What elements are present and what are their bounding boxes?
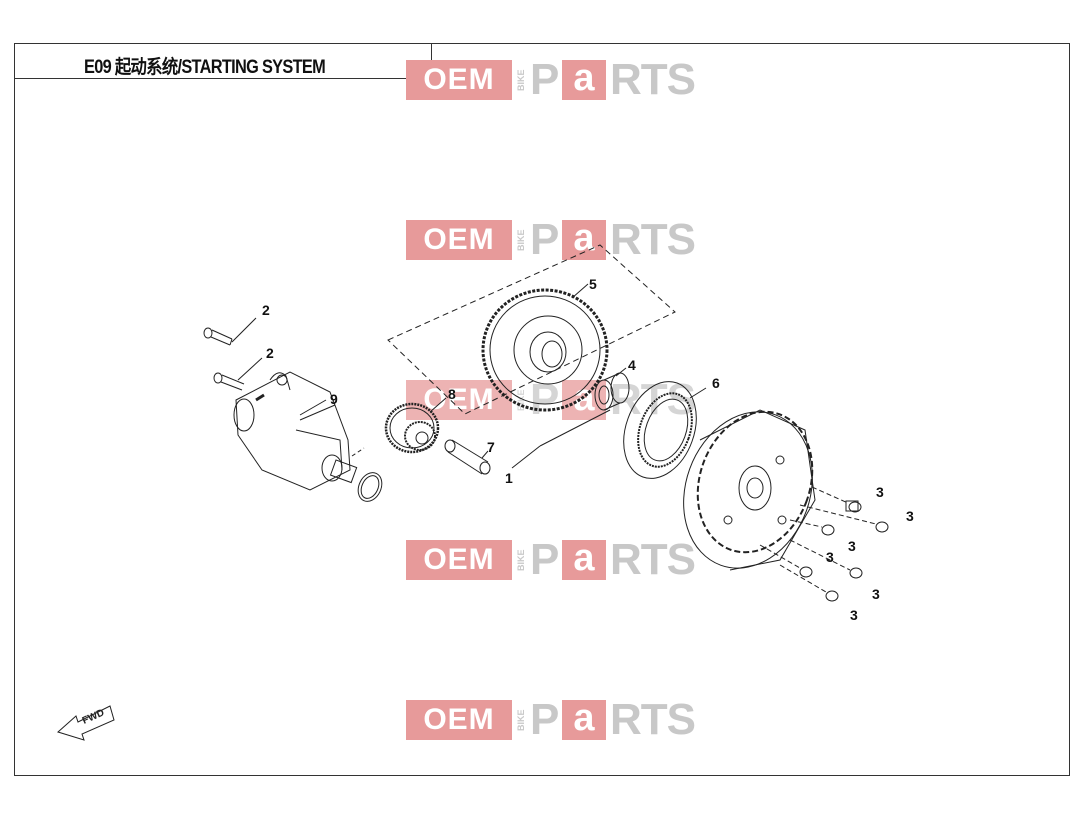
callout-3: 3: [876, 484, 884, 500]
watermark: OEM BIKE P a RTS: [406, 215, 696, 264]
watermark-a: a: [562, 699, 606, 740]
callout-3: 3: [826, 549, 834, 565]
watermark: OEM BIKE P a RTS: [406, 535, 696, 584]
assembly-outline: [387, 244, 676, 415]
rotor-bolt: [789, 539, 863, 579]
idler-shaft: [444, 439, 491, 475]
watermark-oem: OEM: [406, 700, 512, 740]
callout-3: 3: [872, 586, 880, 602]
watermark: OEM BIKE P a RTS: [406, 375, 696, 424]
callout-9: 9: [330, 391, 338, 407]
callout-3: 3: [848, 538, 856, 554]
watermark: OEM BIKE P a RTS: [406, 55, 696, 104]
callout-5: 5: [589, 276, 597, 292]
callout-1: 1: [505, 470, 513, 486]
watermark-p: P: [530, 695, 560, 744]
watermark-rts: RTS: [610, 535, 696, 584]
watermark-oem: OEM: [406, 60, 512, 100]
o-ring: [357, 472, 383, 502]
rotor-bolt: [789, 519, 835, 536]
rotor-bolt: [811, 486, 862, 513]
fwd-label: FWD: [81, 707, 106, 726]
watermark-a: a: [562, 539, 606, 580]
rotor-bolt: [799, 504, 889, 533]
starter-motor: [233, 371, 358, 491]
callout-7: 7: [487, 439, 495, 455]
watermark-oem: OEM: [406, 540, 512, 580]
watermark-p: P: [530, 215, 560, 264]
watermark-p: P: [530, 535, 560, 584]
callout-3: 3: [906, 508, 914, 524]
watermark-rts: RTS: [610, 695, 696, 744]
callout-4: 4: [628, 357, 636, 373]
bolt-lower: [213, 372, 245, 391]
watermark-a: a: [562, 59, 606, 100]
callout-8: 8: [448, 386, 456, 402]
watermark-a: a: [562, 219, 606, 260]
drawing-frame: [14, 43, 1070, 776]
idler-gear: [384, 402, 440, 454]
callout-3: 3: [850, 607, 858, 623]
rotor-bolt: [759, 544, 813, 578]
needle-bearing: [594, 372, 630, 411]
fwd-arrow-icon: [57, 705, 115, 741]
watermark-rts: RTS: [610, 215, 696, 264]
callout-2-upper: 2: [262, 302, 270, 318]
watermark-rts: RTS: [610, 55, 696, 104]
flywheel-rotor: [683, 409, 816, 571]
bolt-upper: [203, 327, 233, 346]
one-way-clutch: [623, 381, 697, 479]
watermark-p: P: [530, 375, 560, 424]
watermark: OEM BIKE P a RTS: [406, 695, 696, 744]
page-title: E09 起动系统/STARTING SYSTEM: [84, 57, 326, 78]
watermark-p: P: [530, 55, 560, 104]
watermark-oem: OEM: [406, 220, 512, 260]
callout-2-lower: 2: [266, 345, 274, 361]
rotor-bolt: [779, 564, 839, 602]
driven-gear: [481, 288, 609, 412]
callout-6: 6: [712, 375, 720, 391]
